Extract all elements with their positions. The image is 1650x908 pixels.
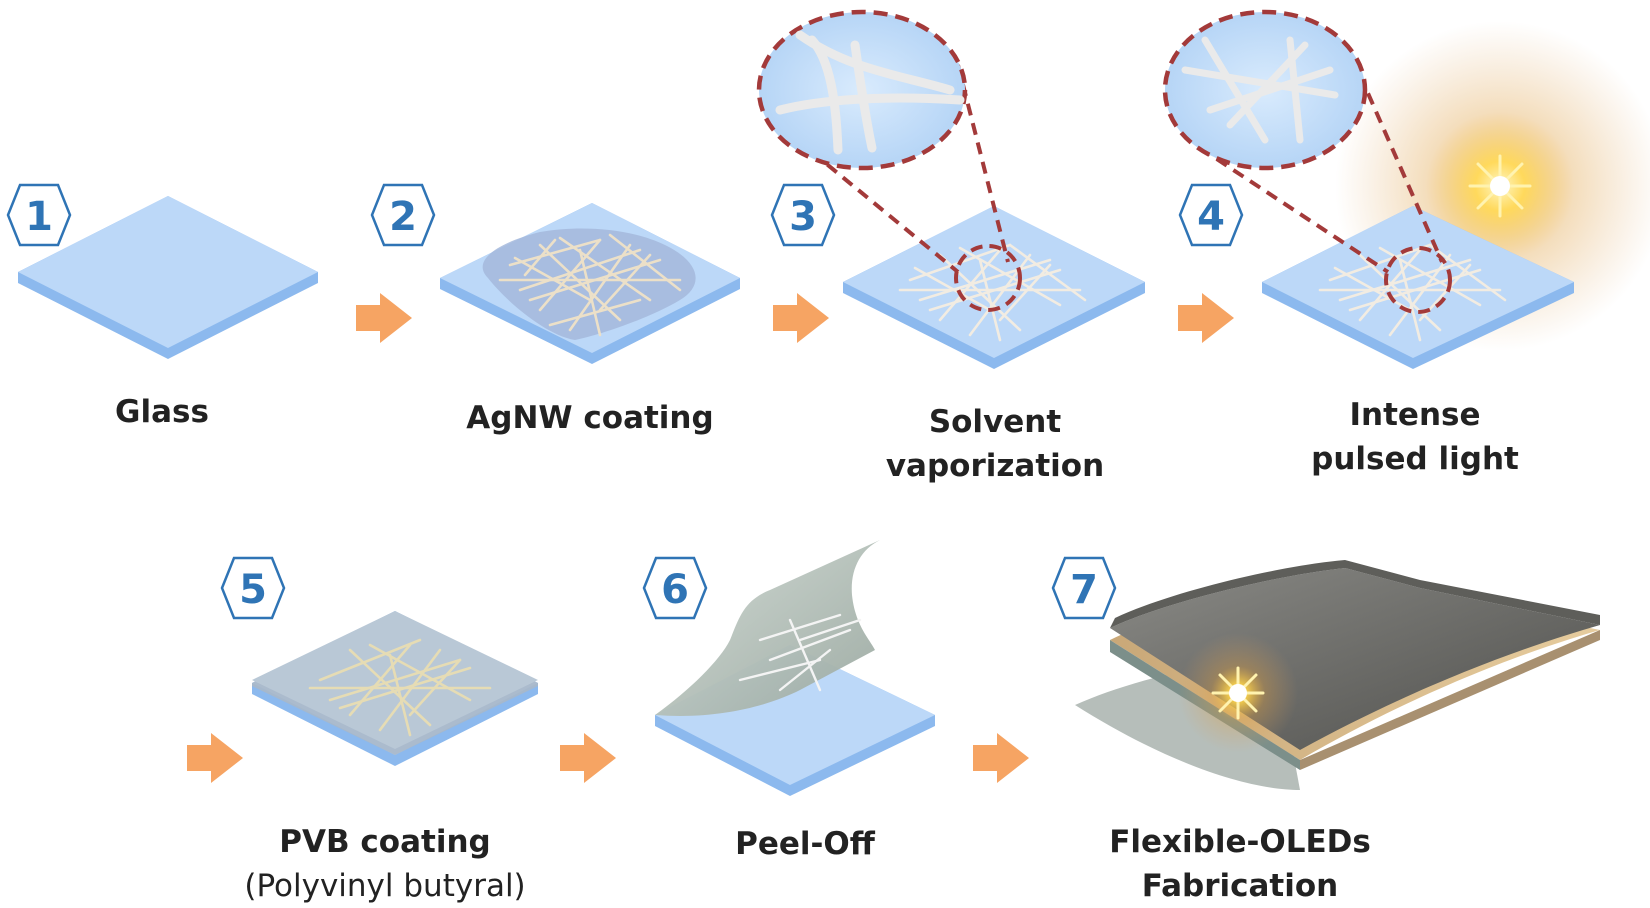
agnw-coated-substrate [440,203,740,364]
nanowire-network-embedded [308,638,492,737]
zoom-detail-step3 [756,9,1010,274]
step-label-5: PVB coating (Polyvinyl butyral) [220,820,550,908]
step-badge-5: 5 [220,556,286,620]
arrow-icon [973,733,1029,783]
svg-text:5: 5 [239,567,267,613]
step-label-line: Peel-Off [735,826,875,862]
zoom-detail-step4 [1162,9,1444,274]
step-label-line: Solvent [928,404,1062,440]
step-badge-3: 3 [770,183,836,247]
step-label-1: Glass [62,390,262,434]
arrow-icon [187,733,243,783]
step-label-line: Intense [1349,397,1481,433]
step-badge-2: 2 [370,183,436,247]
dried-substrate [843,206,1145,369]
step-label-line: AgNW coating [466,400,714,436]
step-badge-6: 6 [642,556,708,620]
peeled-pvb-film [655,540,880,716]
svg-text:6: 6 [661,567,689,613]
arrow-icon [1178,293,1234,343]
step-label-3: Solvent vaporization [860,400,1130,488]
ipl-substrate [1262,206,1574,369]
step-label-line: Glass [115,394,209,430]
svg-text:4: 4 [1197,194,1225,240]
step-label-line: PVB coating [279,824,491,860]
step-badge-7: 7 [1051,556,1117,620]
svg-text:3: 3 [789,194,817,240]
step-label-line: Fabrication [1141,868,1339,904]
step-label-4: Intense pulsed light [1270,393,1560,481]
step-label-line: pulsed light [1311,441,1519,477]
arrow-icon [560,733,616,783]
nanowire-network-wet [498,233,682,337]
step-label-line: vaporization [885,448,1105,484]
step-label-6: Peel-Off [680,822,930,866]
glass-substrate [18,196,318,359]
step-label-line: Flexible-OLEDs [1109,824,1371,860]
step-label-7: Flexible-OLEDs Fabrication [1090,820,1390,908]
arrow-icon [356,293,412,343]
step-label-2: AgNW coating [440,396,740,440]
pvb-coated-substrate [252,611,538,766]
svg-text:1: 1 [25,194,53,240]
svg-text:2: 2 [389,194,417,240]
step-badge-1: 1 [6,183,72,247]
nanowire-network-sintered [1318,243,1507,342]
light-flash-icon [1468,154,1532,218]
svg-text:7: 7 [1070,567,1098,613]
step-label-subtitle: (Polyvinyl butyral) [244,868,526,904]
arrow-icon [773,293,829,343]
flexible-oled-device [1075,560,1600,790]
step-badge-4: 4 [1178,183,1244,247]
